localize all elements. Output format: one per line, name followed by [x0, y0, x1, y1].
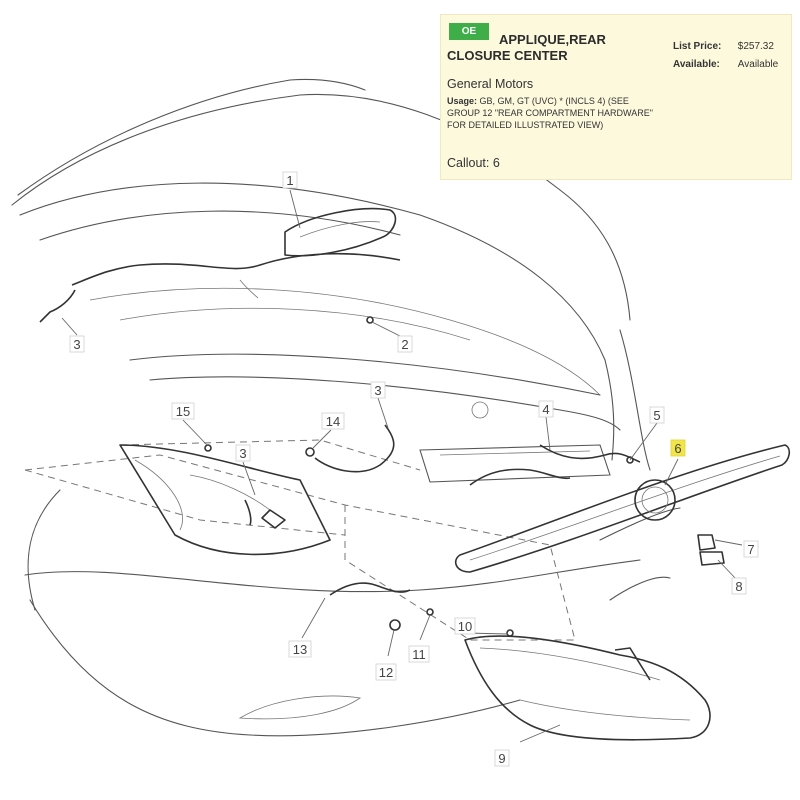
callout-3-left[interactable]: 3 [69, 335, 85, 353]
callout-leaders [61, 189, 743, 743]
callout-11[interactable]: 11 [408, 645, 430, 663]
svg-text:10: 10 [458, 619, 472, 634]
small-fasteners [204, 316, 634, 637]
callout-3-lamp[interactable]: 3 [235, 444, 251, 462]
list-price-label: List Price: [673, 41, 722, 52]
vehicle-body-outline [11, 78, 681, 737]
callout-8[interactable]: 8 [731, 577, 747, 595]
svg-text:6: 6 [674, 441, 681, 456]
wiring-harnesses [39, 252, 641, 596]
right-tail-lamp [464, 635, 711, 741]
svg-text:5: 5 [653, 408, 660, 423]
availability-row: Available: Available [673, 56, 778, 74]
svg-text:13: 13 [293, 642, 307, 657]
left-tail-lamp [119, 444, 331, 556]
svg-text:4: 4 [542, 402, 549, 417]
callout-14[interactable]: 14 [321, 412, 345, 430]
callout-9[interactable]: 9 [494, 749, 510, 767]
callout-10[interactable]: 10 [454, 617, 476, 635]
svg-text:3: 3 [73, 337, 80, 352]
svg-text:2: 2 [401, 337, 408, 352]
callout-labels: 1 2 3 3 3 4 5 6 7 8 9 10 11 12 13 14 15 [69, 171, 759, 767]
part-name[interactable]: APPLIQUE,REAR CLOSURE CENTER [447, 32, 606, 63]
svg-text:15: 15 [176, 404, 190, 419]
manufacturer: General Motors [447, 77, 534, 91]
callout-2[interactable]: 2 [397, 335, 413, 353]
usage-text: GB, GM, GT (UVC) * (INCLS 4) (SEE GROUP … [447, 96, 653, 130]
list-price-value: $257.32 [737, 41, 774, 52]
usage-label: Usage: [447, 96, 478, 106]
license-lamp-and-clip [697, 534, 725, 566]
callout-1[interactable]: 1 [282, 171, 298, 189]
svg-text:12: 12 [379, 665, 393, 680]
callout-info: Callout: 6 [447, 156, 500, 170]
callout-6-highlighted[interactable]: 6 [670, 439, 686, 457]
callout-7[interactable]: 7 [743, 540, 759, 558]
svg-text:8: 8 [735, 579, 742, 594]
available-label: Available: [673, 59, 720, 70]
rear-closure-applique [454, 444, 791, 573]
callout-4[interactable]: 4 [538, 400, 554, 418]
part-info-card: OE APPLIQUE,REAR CLOSURE CENTER General … [440, 14, 792, 180]
svg-text:1: 1 [286, 173, 293, 188]
svg-text:3: 3 [239, 446, 246, 461]
callout-3-center[interactable]: 3 [370, 381, 386, 399]
available-value: Available [737, 59, 779, 70]
svg-text:3: 3 [374, 383, 381, 398]
left-tail-lamp-dashed-frame [24, 439, 576, 641]
callout-12[interactable]: 12 [375, 663, 397, 681]
list-price-row: List Price: $257.32 [673, 38, 778, 56]
svg-text:7: 7 [747, 542, 754, 557]
callout-5[interactable]: 5 [649, 406, 665, 424]
price-grid: List Price: $257.32 Available: Available [673, 38, 778, 74]
svg-text:11: 11 [412, 647, 426, 662]
usage-info: Usage: GB, GM, GT (UVC) * (INCLS 4) (SEE… [447, 95, 662, 131]
callout-15[interactable]: 15 [171, 402, 195, 420]
svg-text:14: 14 [326, 414, 340, 429]
callout-13[interactable]: 13 [288, 640, 312, 658]
svg-text:9: 9 [498, 751, 505, 766]
oe-badge: OE [449, 23, 489, 40]
